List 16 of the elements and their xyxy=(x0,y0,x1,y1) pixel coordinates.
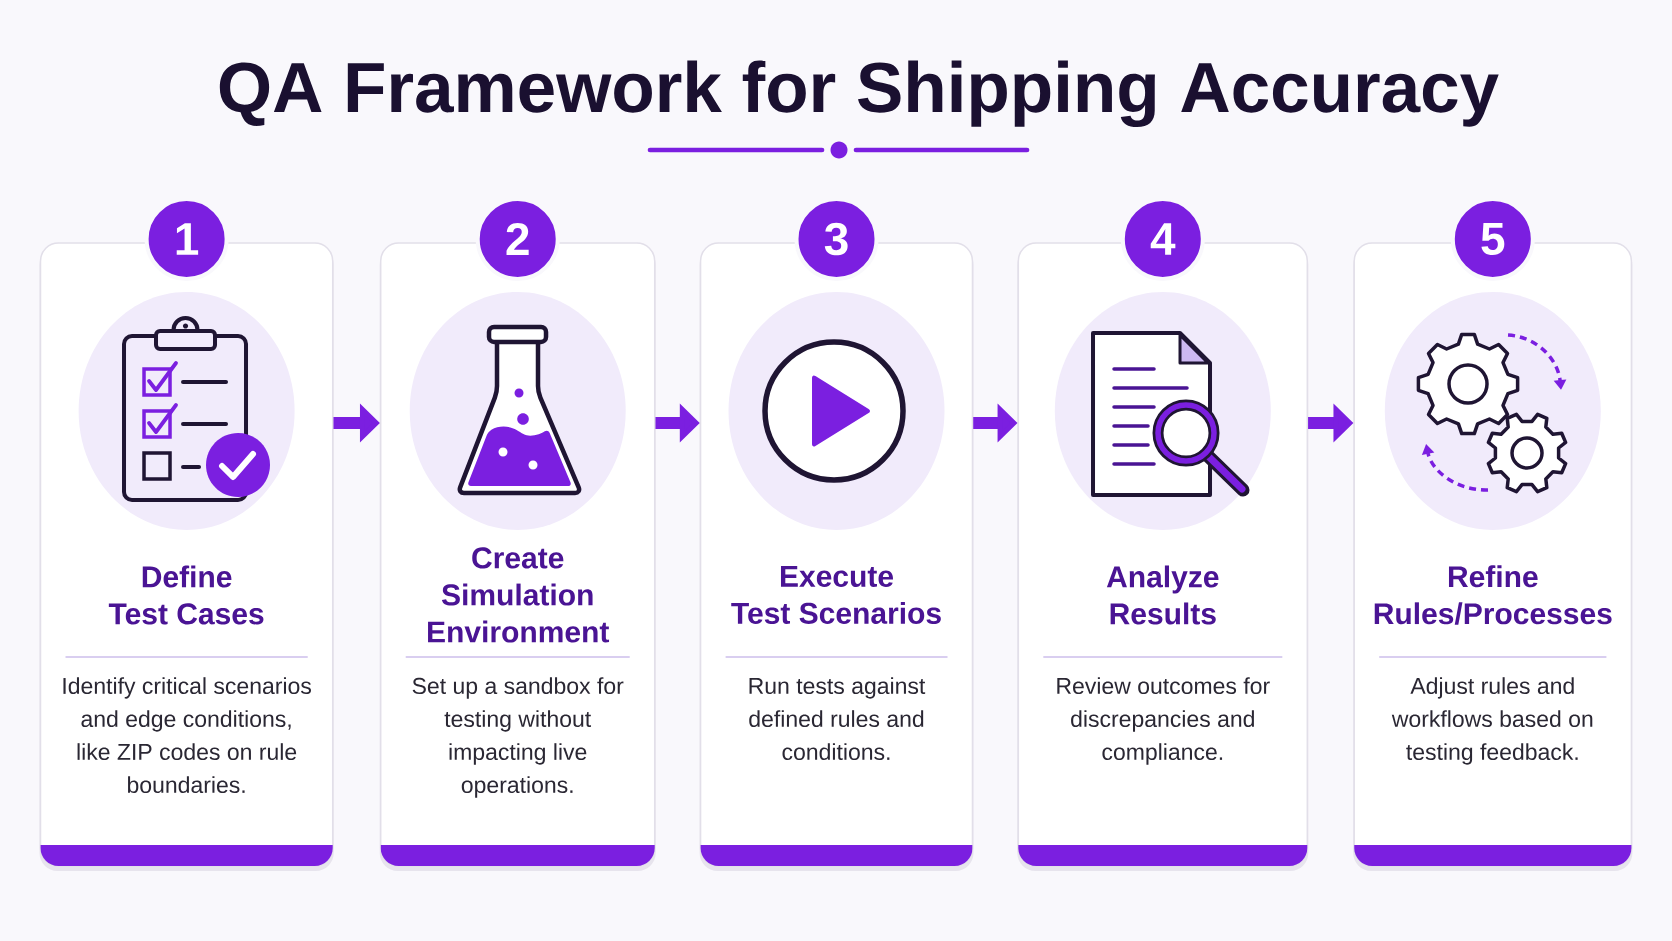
step-description: Review outcomes for discrepancies and compliance. xyxy=(1057,677,1270,765)
step-description: Set up a sandbox for testing without impacting live operations. xyxy=(412,677,624,798)
step-description: Identify critical scenarios and edge conditions, like ZIP codes on rule boundaries. xyxy=(63,677,311,794)
step-number-badge: 5 xyxy=(1450,197,1535,281)
step-title: Define Test Cases xyxy=(108,565,264,625)
step-description: Run tests against defined rules and conditions. xyxy=(749,677,926,761)
title: QA Framework for Shipping Accuracy xyxy=(219,60,1499,128)
step-number-badge: 1 xyxy=(144,197,229,281)
step-title: Analyze Results xyxy=(1106,565,1219,625)
step-number-badge: 2 xyxy=(475,197,560,281)
step-title: Execute Test Scenarios xyxy=(731,566,941,624)
step-description: Adjust rules and workflows based on testing feedback. xyxy=(1391,677,1593,765)
step-number-badge: 3 xyxy=(794,197,879,281)
step-title: Create Simulation Environment xyxy=(428,547,610,643)
step-number-badge: 4 xyxy=(1120,197,1205,281)
step-title: Refine Rules/Processes xyxy=(1374,565,1612,625)
